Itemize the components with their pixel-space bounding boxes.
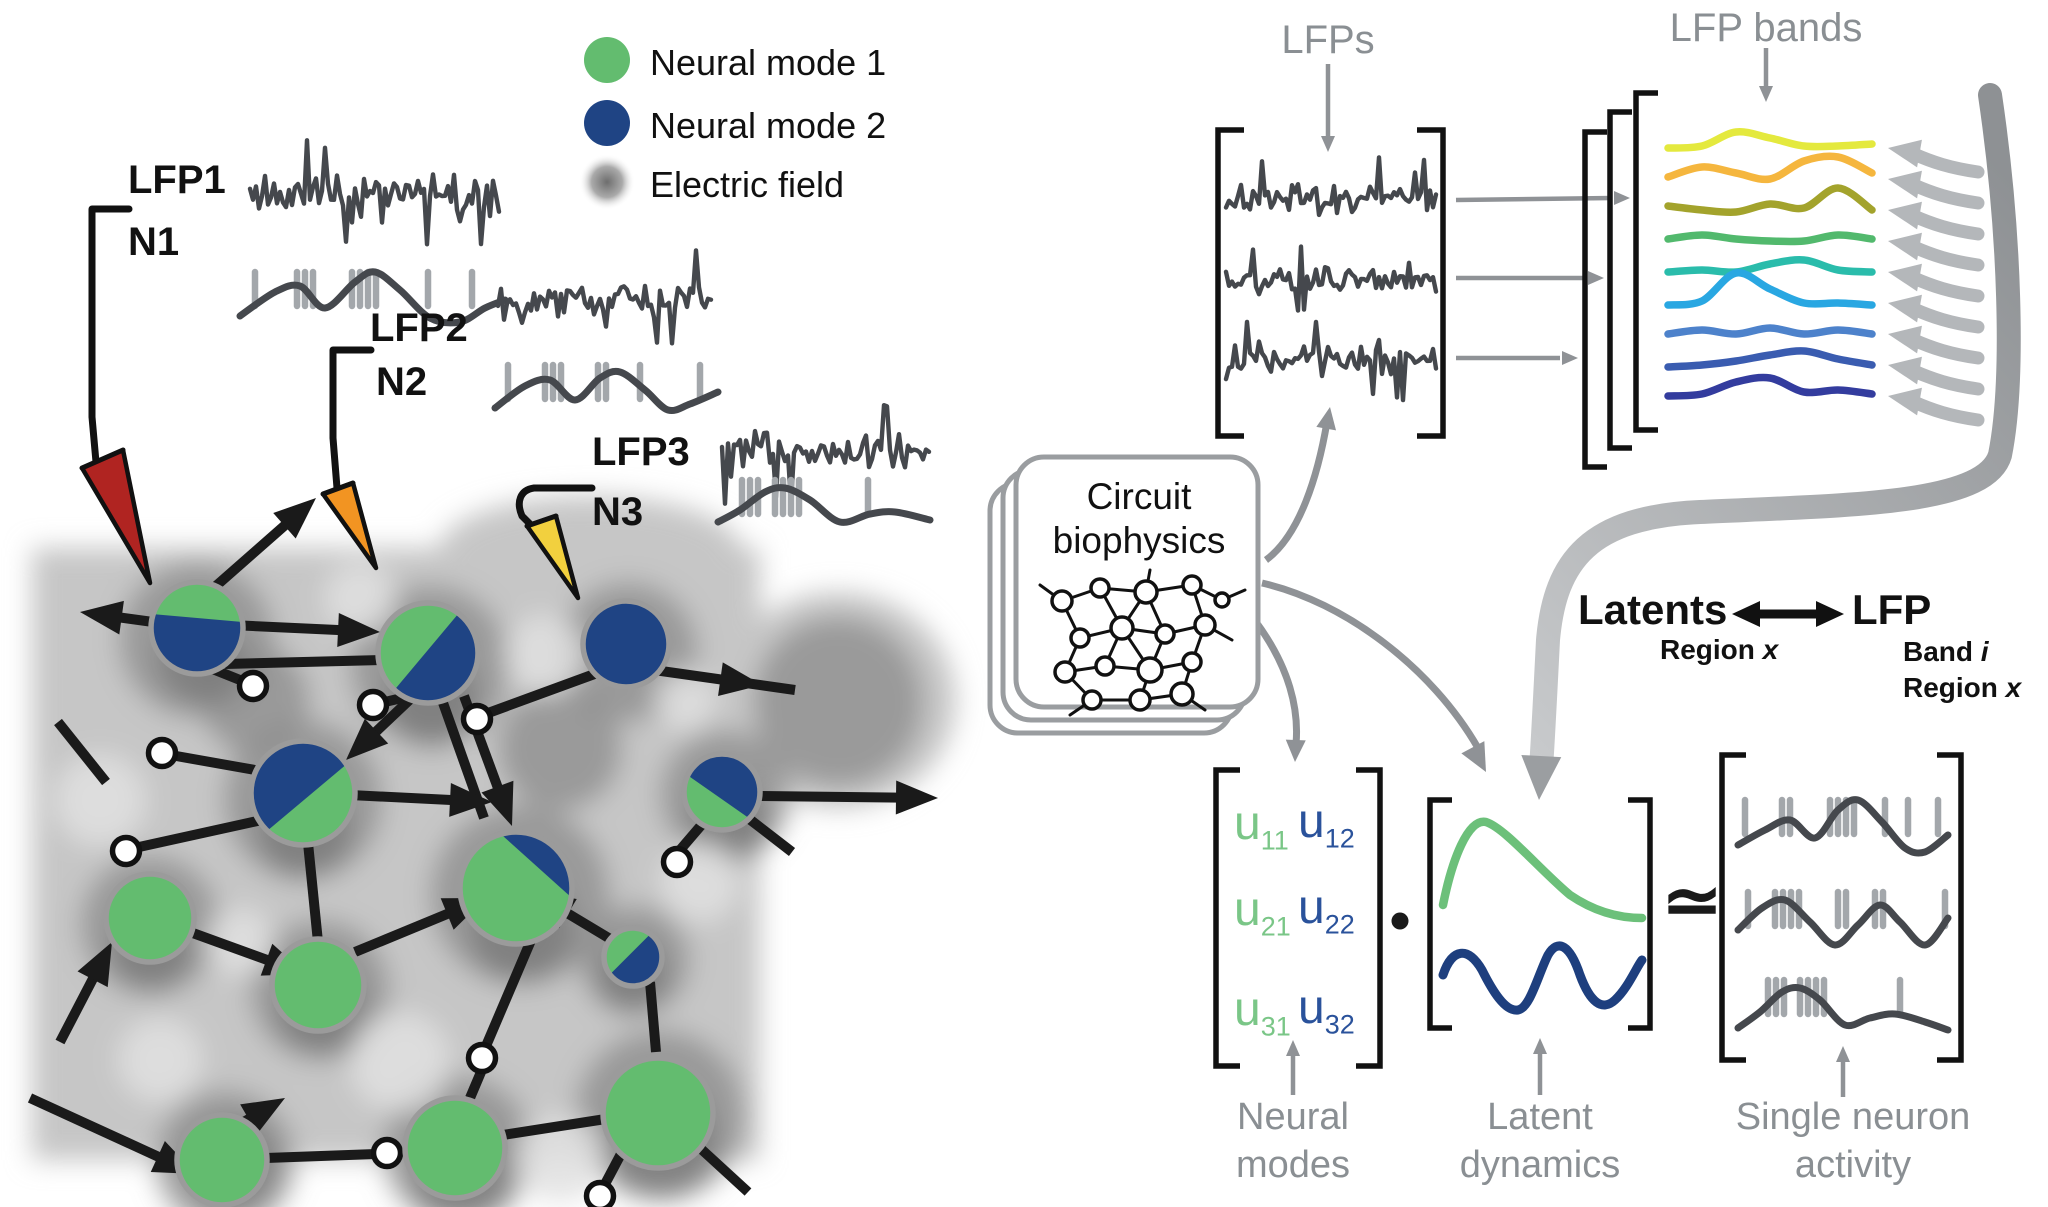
matrix-cell-u32: u32 — [1298, 981, 1355, 1040]
probe-lfp2-label: LFP2 — [370, 306, 468, 350]
latent-curve-mode2 — [1438, 941, 1647, 1015]
probe-n3-label: N3 — [592, 490, 644, 534]
lfp-region-label: Region x — [1903, 672, 2022, 703]
neuron — [103, 871, 197, 965]
matrix-cell-u11: u11 — [1234, 797, 1289, 856]
probe-n1-label: N1 — [128, 220, 180, 264]
circuit-title-line2: biophysics — [1052, 520, 1226, 561]
neuron — [580, 598, 672, 690]
neuron — [457, 829, 575, 947]
neuron — [375, 600, 481, 706]
neuron — [269, 936, 367, 1034]
legend-item-mode2: Neural mode 2 — [650, 105, 887, 146]
neurons — [103, 579, 763, 1207]
electrodes — [79, 205, 596, 601]
synaptic-boutons — [109, 669, 694, 1207]
matrix-cell-u21: u21 — [1234, 883, 1291, 942]
neuron — [248, 738, 358, 848]
probe-lfp1-label: LFP1 — [128, 158, 226, 202]
neuron — [148, 579, 246, 677]
lfps-title: LFPs — [1281, 18, 1375, 62]
mode2-swatch-icon — [584, 100, 630, 146]
probe-lfp3-label: LFP3 — [592, 430, 690, 474]
latent-dynamics-label-1: Latent — [1487, 1096, 1593, 1138]
lfp-bands-title: LFP bands — [1669, 6, 1863, 50]
equation-row — [1213, 752, 1964, 1069]
single-neuron-label-1: Single neuron — [1735, 1096, 1971, 1138]
lfp-label: LFP — [1852, 586, 1932, 633]
neuron — [600, 1055, 716, 1171]
neuron — [174, 1112, 270, 1207]
latent-dynamics-label-2: dynamics — [1459, 1144, 1621, 1186]
neural-modes-label-1: Neural — [1237, 1096, 1349, 1138]
probe-traces — [236, 138, 934, 526]
gray-arrows — [1253, 48, 1850, 1097]
matrix-cell-u31: u31 — [1234, 983, 1291, 1042]
latent-curve-mode1 — [1438, 817, 1647, 923]
feedback-loop — [1521, 83, 2021, 800]
legend-item-mode1: Neural mode 1 — [650, 42, 887, 83]
circuit-network-sketch — [1038, 568, 1247, 717]
dot-operator — [1391, 912, 1409, 930]
single-neuron-label-2: activity — [1794, 1144, 1912, 1186]
mode1-swatch-icon — [584, 37, 630, 83]
matrix-cell-u22: u22 — [1298, 881, 1355, 940]
neuron — [601, 925, 665, 989]
lfps-matrix — [1215, 127, 1446, 439]
latents-lfp-arrow — [1732, 601, 1844, 627]
latents-label: Latents — [1578, 586, 1728, 633]
single-neuron-traces — [1734, 796, 1952, 1034]
legend-swatches — [579, 37, 635, 210]
neuron — [402, 1095, 508, 1201]
latents-region-label: Region x — [1660, 634, 1779, 665]
neuron — [681, 751, 763, 833]
approx-symbol: ≃ — [1661, 861, 1723, 941]
lfp-band-label: Band i — [1903, 636, 1989, 667]
electric-field-swatch-icon — [579, 154, 635, 210]
legend-item-field: Electric field — [650, 164, 845, 205]
lfp-bands — [1582, 90, 1876, 470]
circuit-title-line1: Circuit — [1086, 476, 1192, 517]
matrix-cell-u12: u12 — [1298, 795, 1355, 854]
probe-n2-label: N2 — [376, 360, 428, 404]
neural-modes-label-2: modes — [1235, 1144, 1351, 1186]
